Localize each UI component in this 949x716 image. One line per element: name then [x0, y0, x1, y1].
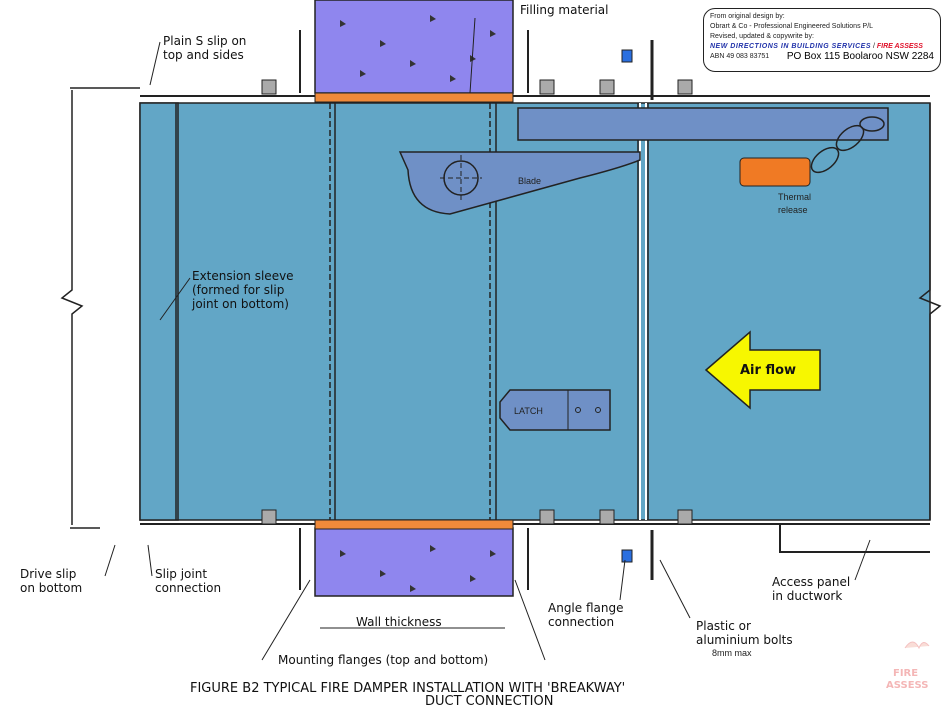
extension-sleeve — [139, 102, 179, 521]
credits-abn: ABN 49 083 83751 — [710, 53, 770, 60]
chain — [810, 116, 885, 174]
angle-flange-label-2: connection — [548, 615, 614, 629]
filling-material-bottom — [314, 519, 514, 530]
thermal-release-label-2: release — [778, 205, 808, 215]
mounting-flanges-label: Mounting flanges (top and bottom) — [278, 653, 488, 667]
fire-assess-logo: FIRE ASSESS — [886, 641, 930, 691]
filling-material-top — [314, 92, 514, 103]
plastic-bolts-label-2: aluminium bolts — [696, 633, 793, 647]
credits-line-3: Revised, updated & copywrite by: — [710, 33, 814, 40]
plain-s-slip-label: Plain S slip on — [163, 34, 246, 48]
svg-text:FIRE: FIRE — [893, 668, 918, 679]
credits-po-box: PO Box 115 Boolaroo NSW 2284 — [786, 51, 934, 62]
credits-brand: FIRE ASSESS — [876, 43, 923, 50]
air-flow-arrow-icon — [704, 330, 821, 410]
filling-material-label: Filling material — [520, 3, 609, 17]
angle-flange-label: Angle flange — [548, 601, 623, 615]
latch-label: LATCH — [514, 406, 543, 416]
plain-s-slip-label-2: top and sides — [163, 48, 244, 62]
leader-lines — [104, 17, 871, 661]
credits-separator: / — [871, 43, 877, 50]
access-panel — [779, 524, 930, 553]
wall-thickness-label: Wall thickness — [356, 615, 442, 629]
credits-line-1: From original design by: — [710, 13, 785, 20]
air-flow-label: Air flow — [740, 363, 796, 378]
drive-slip-label-2: on bottom — [20, 581, 82, 595]
plastic-bolts-icon — [621, 40, 654, 580]
blade-housing — [517, 107, 889, 141]
bolts-max-label: 8mm max — [712, 648, 752, 658]
bolts — [261, 79, 693, 525]
drive-slip-label: Drive slip — [20, 567, 76, 581]
latch — [499, 389, 611, 431]
figure-caption-2: DUCT CONNECTION — [425, 694, 553, 709]
extension-sleeve-label: Extension sleeve — [192, 269, 294, 283]
access-panel-label: Access panel — [772, 575, 850, 589]
break-line — [918, 103, 942, 520]
access-panel-label-2: in ductwork — [772, 589, 842, 603]
plastic-bolts-label: Plastic or — [696, 619, 751, 633]
thermal-release — [739, 157, 811, 187]
extension-sleeve-label-2: (formed for slip — [192, 283, 284, 297]
credits-box: From original design by: Obrart & Co - P… — [703, 8, 941, 72]
extension-sleeve-label-3: joint on bottom) — [191, 297, 289, 311]
figure-caption: FIGURE B2 TYPICAL FIRE DAMPER INSTALLATI… — [190, 681, 625, 696]
upstream-duct — [60, 87, 140, 529]
wall-top — [314, 0, 514, 103]
thermal-release-label: Thermal — [778, 192, 811, 202]
credits-line-2: Obrart & Co - Professional Engineered So… — [710, 23, 874, 30]
damper-frame — [329, 103, 649, 520]
slip-joint-label: Slip joint — [155, 567, 207, 581]
svg-text:ASSESS: ASSESS — [886, 680, 928, 691]
credits-company: NEW DIRECTIONS IN BUILDING SERVICES — [710, 43, 872, 50]
blade-label: Blade — [518, 176, 541, 186]
wall-bottom — [314, 519, 514, 597]
slip-joint-label-2: connection — [155, 581, 221, 595]
